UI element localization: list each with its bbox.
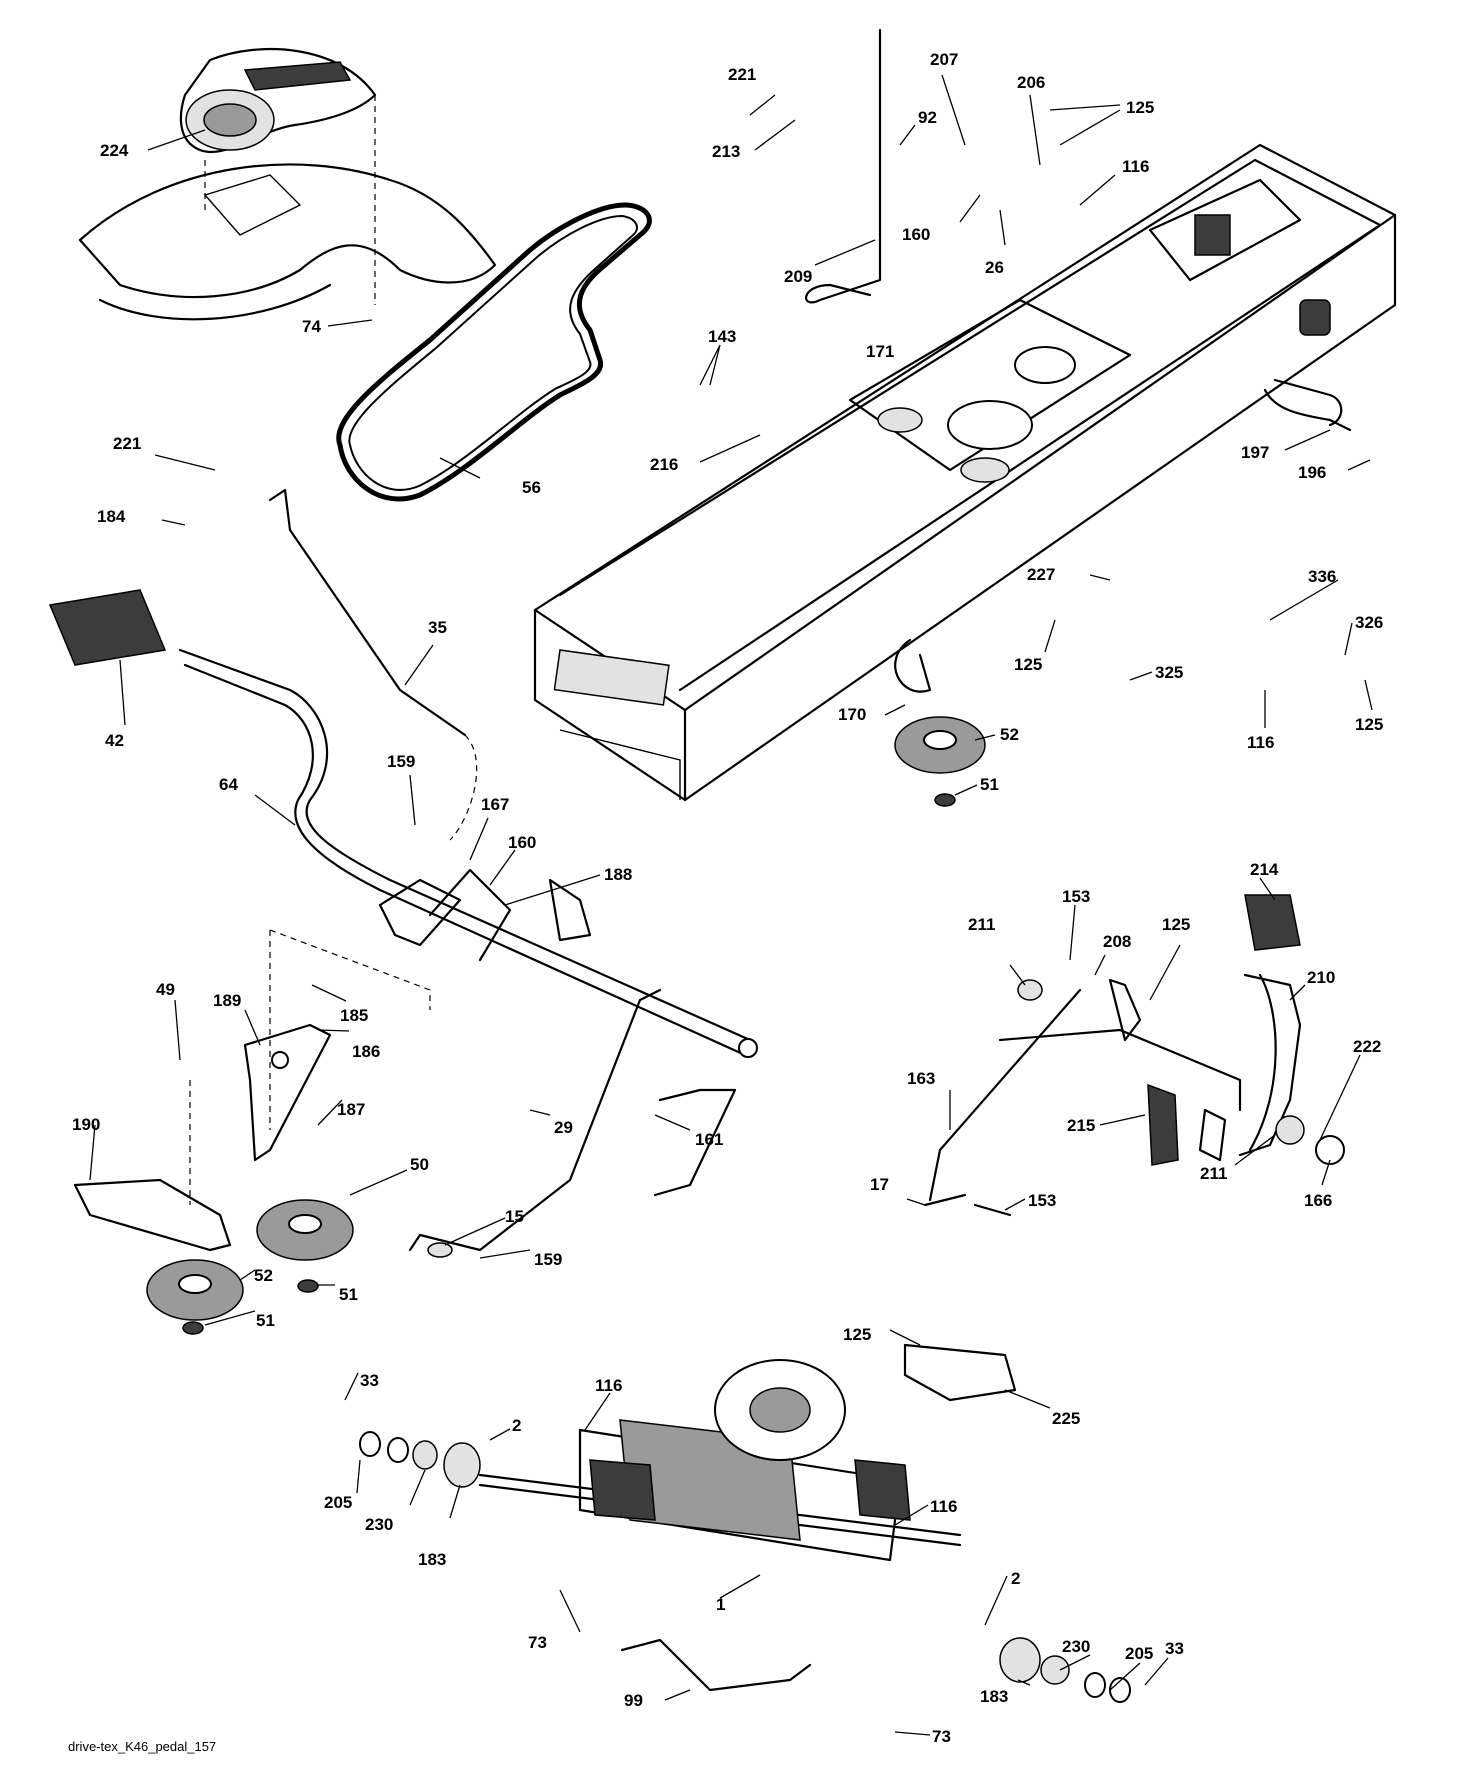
- pedal-assembly-parts: [923, 894, 1345, 1217]
- idler-bracket-parts: [73, 929, 431, 1252]
- callout-171: 171: [866, 342, 894, 361]
- callout-1: 1: [716, 1595, 725, 1614]
- callout-29: 29: [554, 1118, 573, 1137]
- callout-326: 326: [1355, 613, 1383, 632]
- callout-186: 186: [352, 1042, 380, 1061]
- callout-160: 160: [902, 225, 930, 244]
- callout-163: 163: [907, 1069, 935, 1088]
- callout-52: 52: [254, 1266, 273, 1285]
- callout-208: 208: [1103, 932, 1131, 951]
- callout-159: 159: [534, 1250, 562, 1269]
- callout-230: 230: [1062, 1637, 1090, 1656]
- callout-49: 49: [156, 980, 175, 999]
- callout-2: 2: [1011, 1569, 1020, 1588]
- callout-325: 325: [1155, 663, 1183, 682]
- callout-125: 125: [1014, 655, 1042, 674]
- callout-33: 33: [360, 1371, 379, 1390]
- callout-209: 209: [784, 267, 812, 286]
- callout-35: 35: [428, 618, 447, 637]
- callout-33: 33: [1165, 1639, 1184, 1658]
- transaxle-part: [359, 1343, 1131, 1703]
- callout-73: 73: [528, 1633, 547, 1652]
- callout-227: 227: [1027, 565, 1055, 584]
- drive-belt-part: [336, 202, 652, 502]
- callout-205: 205: [1125, 1644, 1153, 1663]
- pulley-parts: [146, 716, 986, 1335]
- callout-159: 159: [387, 752, 415, 771]
- callout-116: 116: [930, 1497, 957, 1516]
- callout-224: 224: [100, 141, 129, 160]
- callout-215: 215: [1067, 1116, 1095, 1135]
- callout-225: 225: [1052, 1409, 1080, 1428]
- callout-188: 188: [604, 865, 632, 884]
- callout-labels: 224 74 221 213 207 206 92 125 116 160 26…: [72, 50, 1383, 1746]
- callout-143: 143: [708, 327, 736, 346]
- callout-125: 125: [1162, 915, 1190, 934]
- callout-222: 222: [1353, 1037, 1381, 1056]
- callout-74: 74: [302, 317, 321, 336]
- drawing-reference-caption: drive-tex_K46_pedal_157: [68, 1739, 217, 1754]
- callout-26: 26: [985, 258, 1004, 277]
- callout-2: 2: [512, 1416, 521, 1435]
- callout-167: 167: [481, 795, 509, 814]
- callout-160: 160: [508, 833, 536, 852]
- callout-50: 50: [410, 1155, 429, 1174]
- rod-29-and-spring-161: [408, 988, 737, 1258]
- shift-lever-parts: [48, 589, 758, 1058]
- callout-73: 73: [932, 1727, 951, 1746]
- callout-221: 221: [113, 434, 141, 453]
- callout-64: 64: [219, 775, 238, 794]
- callout-170: 170: [838, 705, 866, 724]
- callout-336: 336: [1308, 567, 1336, 586]
- callout-17: 17: [870, 1175, 889, 1194]
- callout-166: 166: [1304, 1191, 1332, 1210]
- tractor-frame-part: [533, 143, 1397, 802]
- callout-51: 51: [980, 775, 999, 794]
- callout-125: 125: [843, 1325, 871, 1344]
- callout-197: 197: [1241, 443, 1269, 462]
- callout-99: 99: [624, 1691, 643, 1710]
- callout-184: 184: [97, 507, 126, 526]
- callout-56: 56: [522, 478, 541, 497]
- callout-183: 183: [418, 1550, 446, 1569]
- callout-153: 153: [1062, 887, 1090, 906]
- callout-214: 214: [1250, 860, 1279, 879]
- callout-205: 205: [324, 1493, 352, 1512]
- callout-187: 187: [337, 1100, 365, 1119]
- callout-206: 206: [1017, 73, 1045, 92]
- callout-153: 153: [1028, 1191, 1056, 1210]
- callout-230: 230: [365, 1515, 393, 1534]
- callout-213: 213: [712, 142, 740, 161]
- dashboard-console-part: [78, 47, 497, 321]
- callout-116: 116: [1247, 733, 1274, 752]
- callout-125: 125: [1126, 98, 1154, 117]
- callout-161: 161: [695, 1130, 723, 1149]
- callout-221: 221: [728, 65, 756, 84]
- callout-92: 92: [918, 108, 937, 127]
- callout-211: 211: [1200, 1164, 1227, 1183]
- cable-and-rod-parts: [268, 28, 1352, 841]
- callout-190: 190: [72, 1115, 100, 1134]
- callout-189: 189: [213, 991, 241, 1010]
- callout-51: 51: [339, 1285, 358, 1304]
- callout-52: 52: [1000, 725, 1019, 744]
- callout-185: 185: [340, 1006, 368, 1025]
- callout-207: 207: [930, 50, 958, 69]
- callout-210: 210: [1307, 968, 1335, 987]
- callout-183: 183: [980, 1687, 1008, 1706]
- callout-51: 51: [256, 1311, 275, 1330]
- callout-116: 116: [1122, 157, 1149, 176]
- callout-125: 125: [1355, 715, 1383, 734]
- callout-211: 211: [968, 915, 995, 934]
- callout-116: 116: [595, 1376, 622, 1395]
- callout-42: 42: [105, 731, 124, 750]
- callout-15: 15: [505, 1207, 524, 1226]
- callout-leader-lines: [89, 74, 1373, 1736]
- callout-216: 216: [650, 455, 678, 474]
- callout-196: 196: [1298, 463, 1326, 482]
